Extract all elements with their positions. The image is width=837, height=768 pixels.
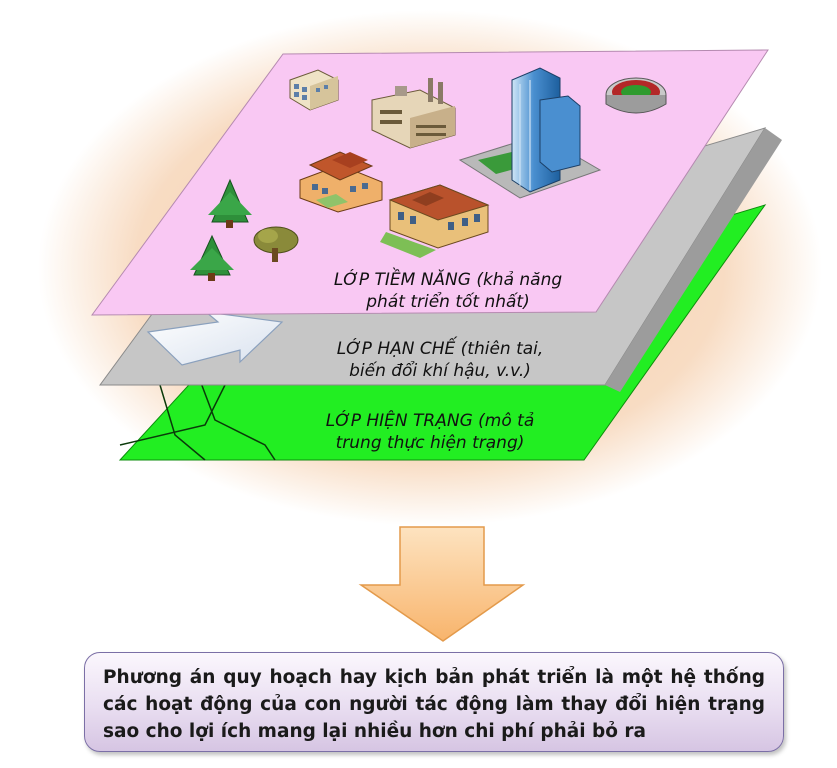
factory-icon (371, 78, 456, 149)
apartment-icon (289, 69, 339, 111)
skyscraper-icon (458, 67, 602, 199)
potential-layer: LỚP TIỀM NĂNG (khả năng phát triển tốt n… (91, 49, 769, 316)
caption-box: Phương án quy hoạch hay kịch bản phát tr… (84, 652, 784, 752)
pine-tree-icon (190, 234, 234, 281)
stadium-icon (605, 77, 667, 114)
potential-layer-label-line2: phát triển tốt nhất) (365, 291, 529, 312)
constraint-layer-label-line2: biến đổi khí hậu, v.v.) (349, 360, 531, 381)
current-layer-label-line1: LỚP HIỆN TRẠNG (mô tả (326, 409, 535, 431)
white-arrow-icon (146, 311, 284, 366)
pine-tree-icon (208, 178, 252, 228)
constraint-layer-label-line1: LỚP HẠN CHẾ (thiên tai, (337, 335, 544, 359)
potential-layer-label-line1: LỚP TIỀM NĂNG (khả năng (334, 266, 563, 290)
current-layer-label-line2: trung thực hiện trạng) (336, 433, 525, 453)
school-icon (380, 184, 490, 258)
oak-tree-icon (253, 226, 299, 262)
caption-text: Phương án quy hoạch hay kịch bản phát tr… (103, 667, 765, 742)
house-icon (299, 151, 383, 213)
down-arrow-icon (358, 526, 526, 642)
